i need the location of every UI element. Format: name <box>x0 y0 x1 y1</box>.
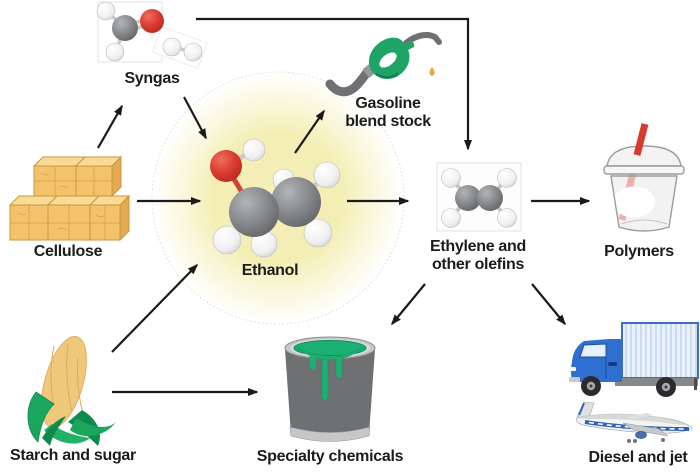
carbon-atom <box>455 185 481 211</box>
polymers-label: Polymers <box>604 243 674 260</box>
airplane-icon <box>575 401 693 443</box>
arrow-syngas-to-ethylene <box>196 17 472 151</box>
corn-illustration <box>27 336 116 446</box>
plastic-cup-icon <box>603 123 685 232</box>
arrows <box>97 17 591 396</box>
hay-bales-illustration <box>8 155 131 242</box>
gasoline-label-line1: Gasoline <box>355 95 421 112</box>
syngas-molecule <box>96 1 208 70</box>
ethanol-molecule <box>210 138 341 258</box>
arrow-cellulose-to-syngas <box>97 104 123 149</box>
paint-can-icon <box>284 336 376 442</box>
fuel-drop-icon <box>429 67 435 76</box>
gasoline-label-line2: blend stock <box>345 113 431 130</box>
arrow-starch-to-ethanol <box>111 263 199 353</box>
ethylene-label: Ethylene and other olefins <box>415 238 541 274</box>
starch-and-sugar-label: Starch and sugar <box>10 447 136 464</box>
ethylene-label-line2: other olefins <box>431 256 525 273</box>
ethanol-label: Ethanol <box>241 262 299 279</box>
arrow-ethanol-to-gasoline <box>294 109 325 154</box>
arrow-ethylene-to-specialty <box>391 283 426 326</box>
oxygen-atom <box>140 9 164 33</box>
oxygen-atom <box>210 150 242 182</box>
gasoline-blend-stock-label: Gasoline blend stock <box>326 95 450 131</box>
syngas-label: Syngas <box>124 70 180 87</box>
carbon-atom <box>112 15 138 41</box>
specialty-chemicals-label: Specialty chemicals <box>256 448 404 465</box>
fuel-nozzle-icon <box>325 32 442 97</box>
arrow-ethylene-to-diesel <box>531 283 566 326</box>
carbon-atom <box>477 185 503 211</box>
straw-icon <box>633 123 649 156</box>
ethylene-label-line1: Ethylene and <box>430 238 526 255</box>
carbon-atom <box>271 177 321 227</box>
diesel-and-jet-label: Diesel and jet <box>588 449 688 466</box>
ethylene-molecule <box>436 162 522 232</box>
carbon-atom <box>229 187 279 237</box>
paint-drips <box>295 346 365 401</box>
arrow-syngas-to-ethanol <box>183 96 207 140</box>
truck-icon <box>569 322 699 397</box>
cellulose-label: Cellulose <box>33 243 103 260</box>
